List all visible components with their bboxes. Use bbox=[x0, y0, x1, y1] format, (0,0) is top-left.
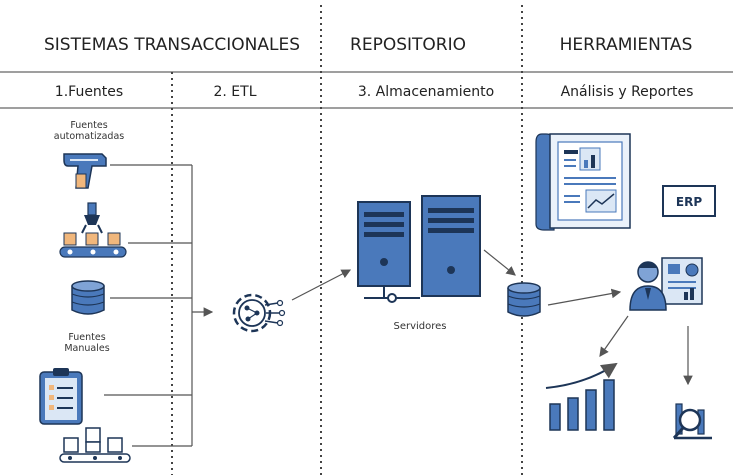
source-connectors bbox=[104, 164, 214, 447]
header-repositorio: REPOSITORIO bbox=[350, 35, 466, 55]
server-towers-icon bbox=[357, 195, 481, 303]
database-icon-source bbox=[71, 280, 105, 315]
label-fuentes-man-1: Fuentes bbox=[68, 332, 105, 343]
robotic-arm-conveyor-icon bbox=[59, 202, 127, 258]
arrow-etl-servers bbox=[291, 269, 352, 301]
growth-bar-chart-icon bbox=[545, 362, 618, 431]
stage-almacenamiento: 3. Almacenamiento bbox=[358, 84, 494, 100]
analyst-dashboard-icon bbox=[629, 257, 703, 311]
magnifier-chart-icon bbox=[672, 403, 712, 440]
stage-fuentes: 1.Fuentes bbox=[55, 84, 123, 100]
database-icon-repository bbox=[507, 282, 541, 317]
boxes-conveyor-icon bbox=[59, 427, 131, 463]
label-fuentes-auto-2: automatizadas bbox=[54, 131, 124, 142]
stage-etl: 2. ETL bbox=[213, 84, 256, 100]
stage-analisis: Análisis y Reportes bbox=[561, 84, 694, 100]
erp-label: ERP bbox=[676, 195, 702, 209]
label-servidores: Servidores bbox=[393, 321, 446, 332]
header-herramientas: HERRAMIENTAS bbox=[560, 35, 693, 55]
arrow-analyst-growth bbox=[599, 315, 629, 357]
gear-network-icon bbox=[232, 293, 286, 333]
report-document-icon bbox=[535, 133, 631, 231]
erp-badge: ERP bbox=[662, 185, 716, 217]
arrow-servers-db bbox=[483, 249, 516, 276]
barcode-scanner-icon bbox=[63, 153, 107, 189]
arrow-db-analyst bbox=[547, 288, 622, 306]
checklist-clipboard-icon bbox=[39, 368, 83, 425]
label-fuentes-auto-1: Fuentes bbox=[70, 120, 107, 131]
label-fuentes-man-2: Manuales bbox=[64, 343, 109, 354]
header-sistemas: SISTEMAS TRANSACCIONALES bbox=[44, 35, 300, 55]
